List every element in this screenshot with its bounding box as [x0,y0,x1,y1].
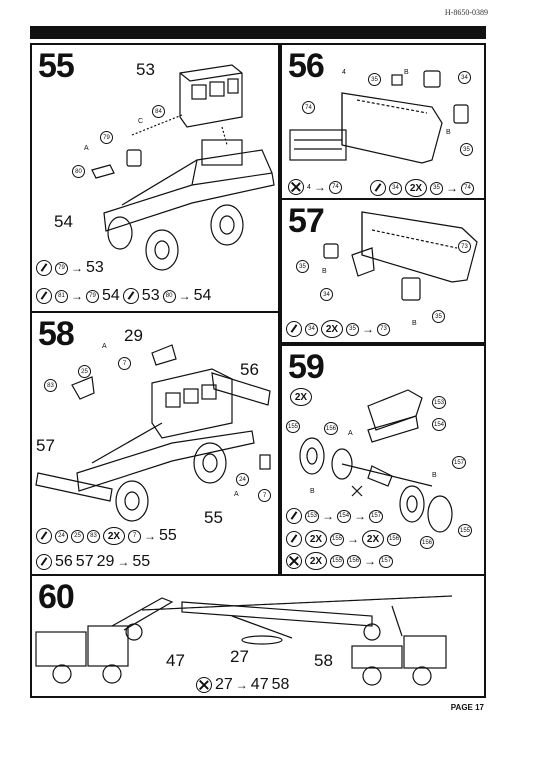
part-label-27: 27 [230,647,249,666]
truck-chassis-drawing [91,64,275,271]
glue-icon [36,260,52,276]
glue-icon [370,180,386,196]
callout-A: A [348,430,353,437]
step-number: 56 [288,47,325,85]
callout-79: 79 [100,131,113,144]
part-label-57: 57 [36,436,55,455]
callout-C: C [138,118,144,125]
callout-80: 80 [72,165,85,178]
callout-B: B [404,69,409,76]
callout-34: 34 [320,288,333,301]
multiplier-badge: 2X [290,388,312,406]
part-label-55: 55 [204,508,223,527]
callout-34: 34 [458,71,471,84]
callout-84: 84 [152,105,165,118]
callout-35: 35 [460,143,473,156]
callout-154: 154 [432,418,447,431]
callout-155: 155 [286,420,301,433]
callout-35: 35 [432,310,445,323]
callout-25: 25 [78,365,91,378]
step-59-panel: 59 2X 153 154 A 155 156 157 B B 156 155 … [280,344,486,576]
rear-bumper-drawing [323,211,478,301]
callout-35: 35 [296,260,309,273]
callout-24: 24 [236,473,249,486]
callout-A: A [84,145,89,152]
callout-A: A [234,491,239,498]
truck-assembly-drawing [35,344,271,522]
callout-A: A [102,343,107,350]
part-label-47: 47 [166,651,185,670]
glue-icon [36,528,52,544]
part-label-58: 58 [314,651,333,670]
callout-7: 7 [258,489,271,502]
cut-icon [286,553,302,569]
wheel-assembly-drawing [299,389,453,533]
callout-B: B [446,129,451,136]
callout-35: 35 [368,73,381,86]
glue-icon [286,321,302,337]
glue-icon [36,554,52,570]
step-number: 58 [38,315,75,353]
bumper-parts-drawing [289,70,469,164]
callout-B: B [432,472,437,479]
step-number: 59 [288,348,325,386]
final-assembly-drawing [35,595,453,686]
glue-icon [286,531,302,547]
callout-4: 4 [342,69,346,76]
step-number: 57 [288,202,325,240]
cut-instruction-row: 4→74 [288,179,342,195]
glue-instruction-row: 153→154→157 [286,508,384,524]
callout-153: 153 [432,396,447,409]
callout-B: B [322,268,327,275]
glue-instruction-row: 79→53 [36,259,104,277]
callout-83: 83 [44,379,57,392]
callout-157: 157 [452,456,467,469]
part-label-56: 56 [240,360,259,379]
callout-7: 7 [118,357,131,370]
page-number: PAGE 17 [450,703,484,712]
part-label-54: 54 [54,212,73,231]
cut-icon [196,677,212,693]
callout-B: B [412,320,417,327]
step-number: 55 [38,47,75,85]
callout-156: 156 [420,536,435,549]
callout-155: 155 [458,524,473,537]
callout-74: 74 [302,101,315,114]
glue-icon [122,288,139,304]
step-55-panel: 55 53 54 84 C [30,43,280,313]
callout-156: 156 [324,422,339,435]
step-number: 60 [38,578,75,616]
callout-73: 73 [458,240,471,253]
header-bar [30,26,486,39]
glue-icon [36,288,52,304]
glue-icon [286,508,302,524]
part-label-53: 53 [136,60,155,79]
part-label-29: 29 [124,326,143,345]
cut-icon [288,179,304,195]
document-code: H-8650-0389 [444,8,488,17]
callout-B: B [310,488,315,495]
